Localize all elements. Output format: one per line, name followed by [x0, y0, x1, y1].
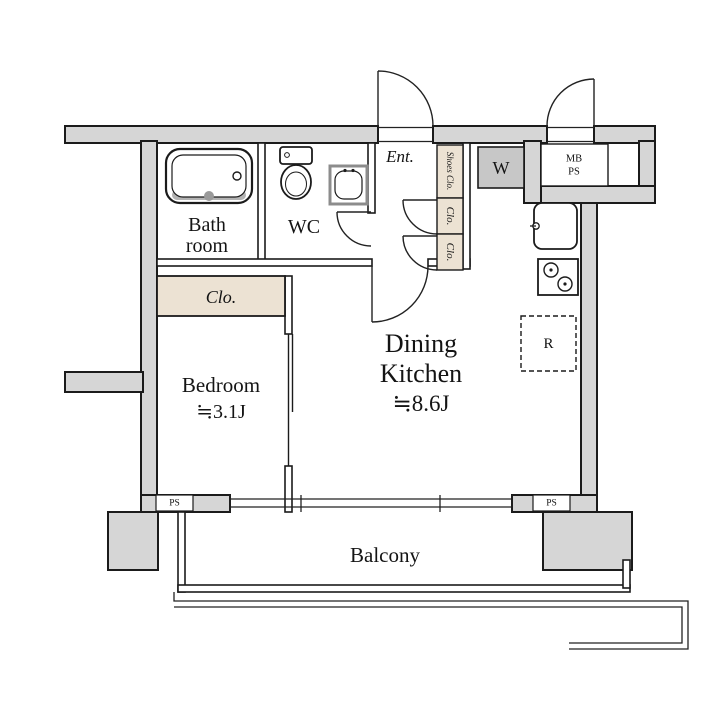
- closet-lower-label: Clo.: [444, 243, 456, 262]
- entrance-label: Ent.: [385, 147, 414, 166]
- bedroom-label: Bedroom: [182, 373, 260, 397]
- balcony-label: Balcony: [350, 543, 420, 567]
- door-thresholds: [378, 126, 594, 143]
- toilet-seat: [285, 171, 307, 197]
- bathtub-faucet: [232, 171, 242, 181]
- wc-door-arc: [336, 211, 372, 247]
- balcony-window: [229, 495, 513, 512]
- bathroom-label-2: room: [186, 235, 229, 257]
- washer-box: [477, 146, 525, 189]
- burner-2-center: [563, 282, 567, 286]
- wall-left-protrusion: [64, 371, 144, 393]
- wc-label: WC: [288, 216, 320, 238]
- dk-label-2: Kitchen: [380, 359, 462, 388]
- burner-2: [557, 276, 573, 292]
- exterior-walls: [64, 125, 656, 571]
- ps-left-label: PS: [169, 499, 180, 509]
- labels: Bath room WC Ent. Shoes Clo. Clo. Clo. W…: [169, 147, 582, 567]
- toilet-flush-knob: [284, 152, 290, 158]
- dk-size: ≒8.6J: [393, 391, 450, 416]
- shoes-closet-label: Shoes Clo.: [445, 152, 455, 191]
- wall-bedroom-dk-top: [284, 275, 293, 335]
- closet-lower-door-arc: [402, 235, 438, 271]
- railing-left: [177, 511, 186, 593]
- bathtub-drain: [204, 191, 214, 201]
- wc-sink: [328, 164, 369, 206]
- wall-left: [140, 140, 158, 513]
- stove-top: [537, 258, 579, 296]
- dk-label-1: Dining: [385, 329, 457, 358]
- balcony-block-right: [542, 511, 633, 571]
- wall-bedroom-dk-bottom: [284, 465, 293, 513]
- wall-bath-wc: [257, 142, 266, 262]
- refrigerator-label: R: [543, 336, 553, 352]
- wall-wet-area-bottom: [156, 258, 373, 267]
- kitchen-sink: [530, 202, 578, 250]
- entrance-door-arc: [377, 70, 434, 127]
- wc-sink-handle: [351, 168, 355, 173]
- wall-closet-right: [462, 142, 471, 270]
- meterbox-door-arc: [546, 78, 595, 127]
- wall-top-left: [64, 125, 379, 144]
- wc-sink-faucet: [343, 168, 347, 173]
- refrigerator-box: [520, 315, 577, 372]
- adjacent-balcony-outline: [173, 592, 689, 650]
- railing-bottom: [177, 584, 631, 593]
- meter-box: [540, 143, 609, 187]
- bathroom-label-1: Bath: [188, 214, 226, 236]
- bedroom-closet-label: Clo.: [206, 287, 237, 307]
- meter-box-label-2: PS: [568, 167, 580, 178]
- ps-box-left: [155, 494, 194, 512]
- doors: [336, 70, 595, 323]
- kitchen-sink-basin: [533, 202, 578, 250]
- wall-top-right: [593, 125, 656, 144]
- burner-1: [543, 262, 559, 278]
- burner-1-center: [549, 268, 553, 272]
- wall-wc-entrance: [367, 142, 376, 214]
- bathtub: [164, 147, 254, 205]
- stove: [537, 258, 579, 296]
- washer-label: W: [493, 158, 510, 178]
- bedroom-closet-box: [156, 275, 286, 317]
- shoes-closet-box: [436, 144, 464, 199]
- closet-upper-box: [436, 197, 464, 235]
- wc-sink-basin: [334, 170, 363, 200]
- dk-door-arc: [371, 265, 429, 323]
- balcony-block-left: [107, 511, 159, 571]
- wall-top-middle: [432, 125, 548, 144]
- railing-right: [622, 559, 631, 589]
- balcony-railing: [177, 511, 631, 593]
- ps-right-label: PS: [546, 499, 557, 509]
- wall-meterbox-bottom: [540, 185, 656, 204]
- wall-washer-meterbox-divider: [523, 140, 542, 204]
- closet-lower-box: [436, 233, 464, 271]
- bedroom-size: ≒3.1J: [196, 401, 246, 423]
- wall-right: [580, 202, 598, 513]
- closets: [156, 144, 464, 317]
- closet-upper-door-arc: [402, 199, 438, 235]
- toilet: [279, 146, 313, 200]
- toilet-tank: [279, 146, 313, 165]
- closet-upper-label: Clo.: [444, 207, 456, 226]
- ps-box-right: [532, 494, 571, 512]
- meter-box-label-1: MB: [566, 154, 582, 165]
